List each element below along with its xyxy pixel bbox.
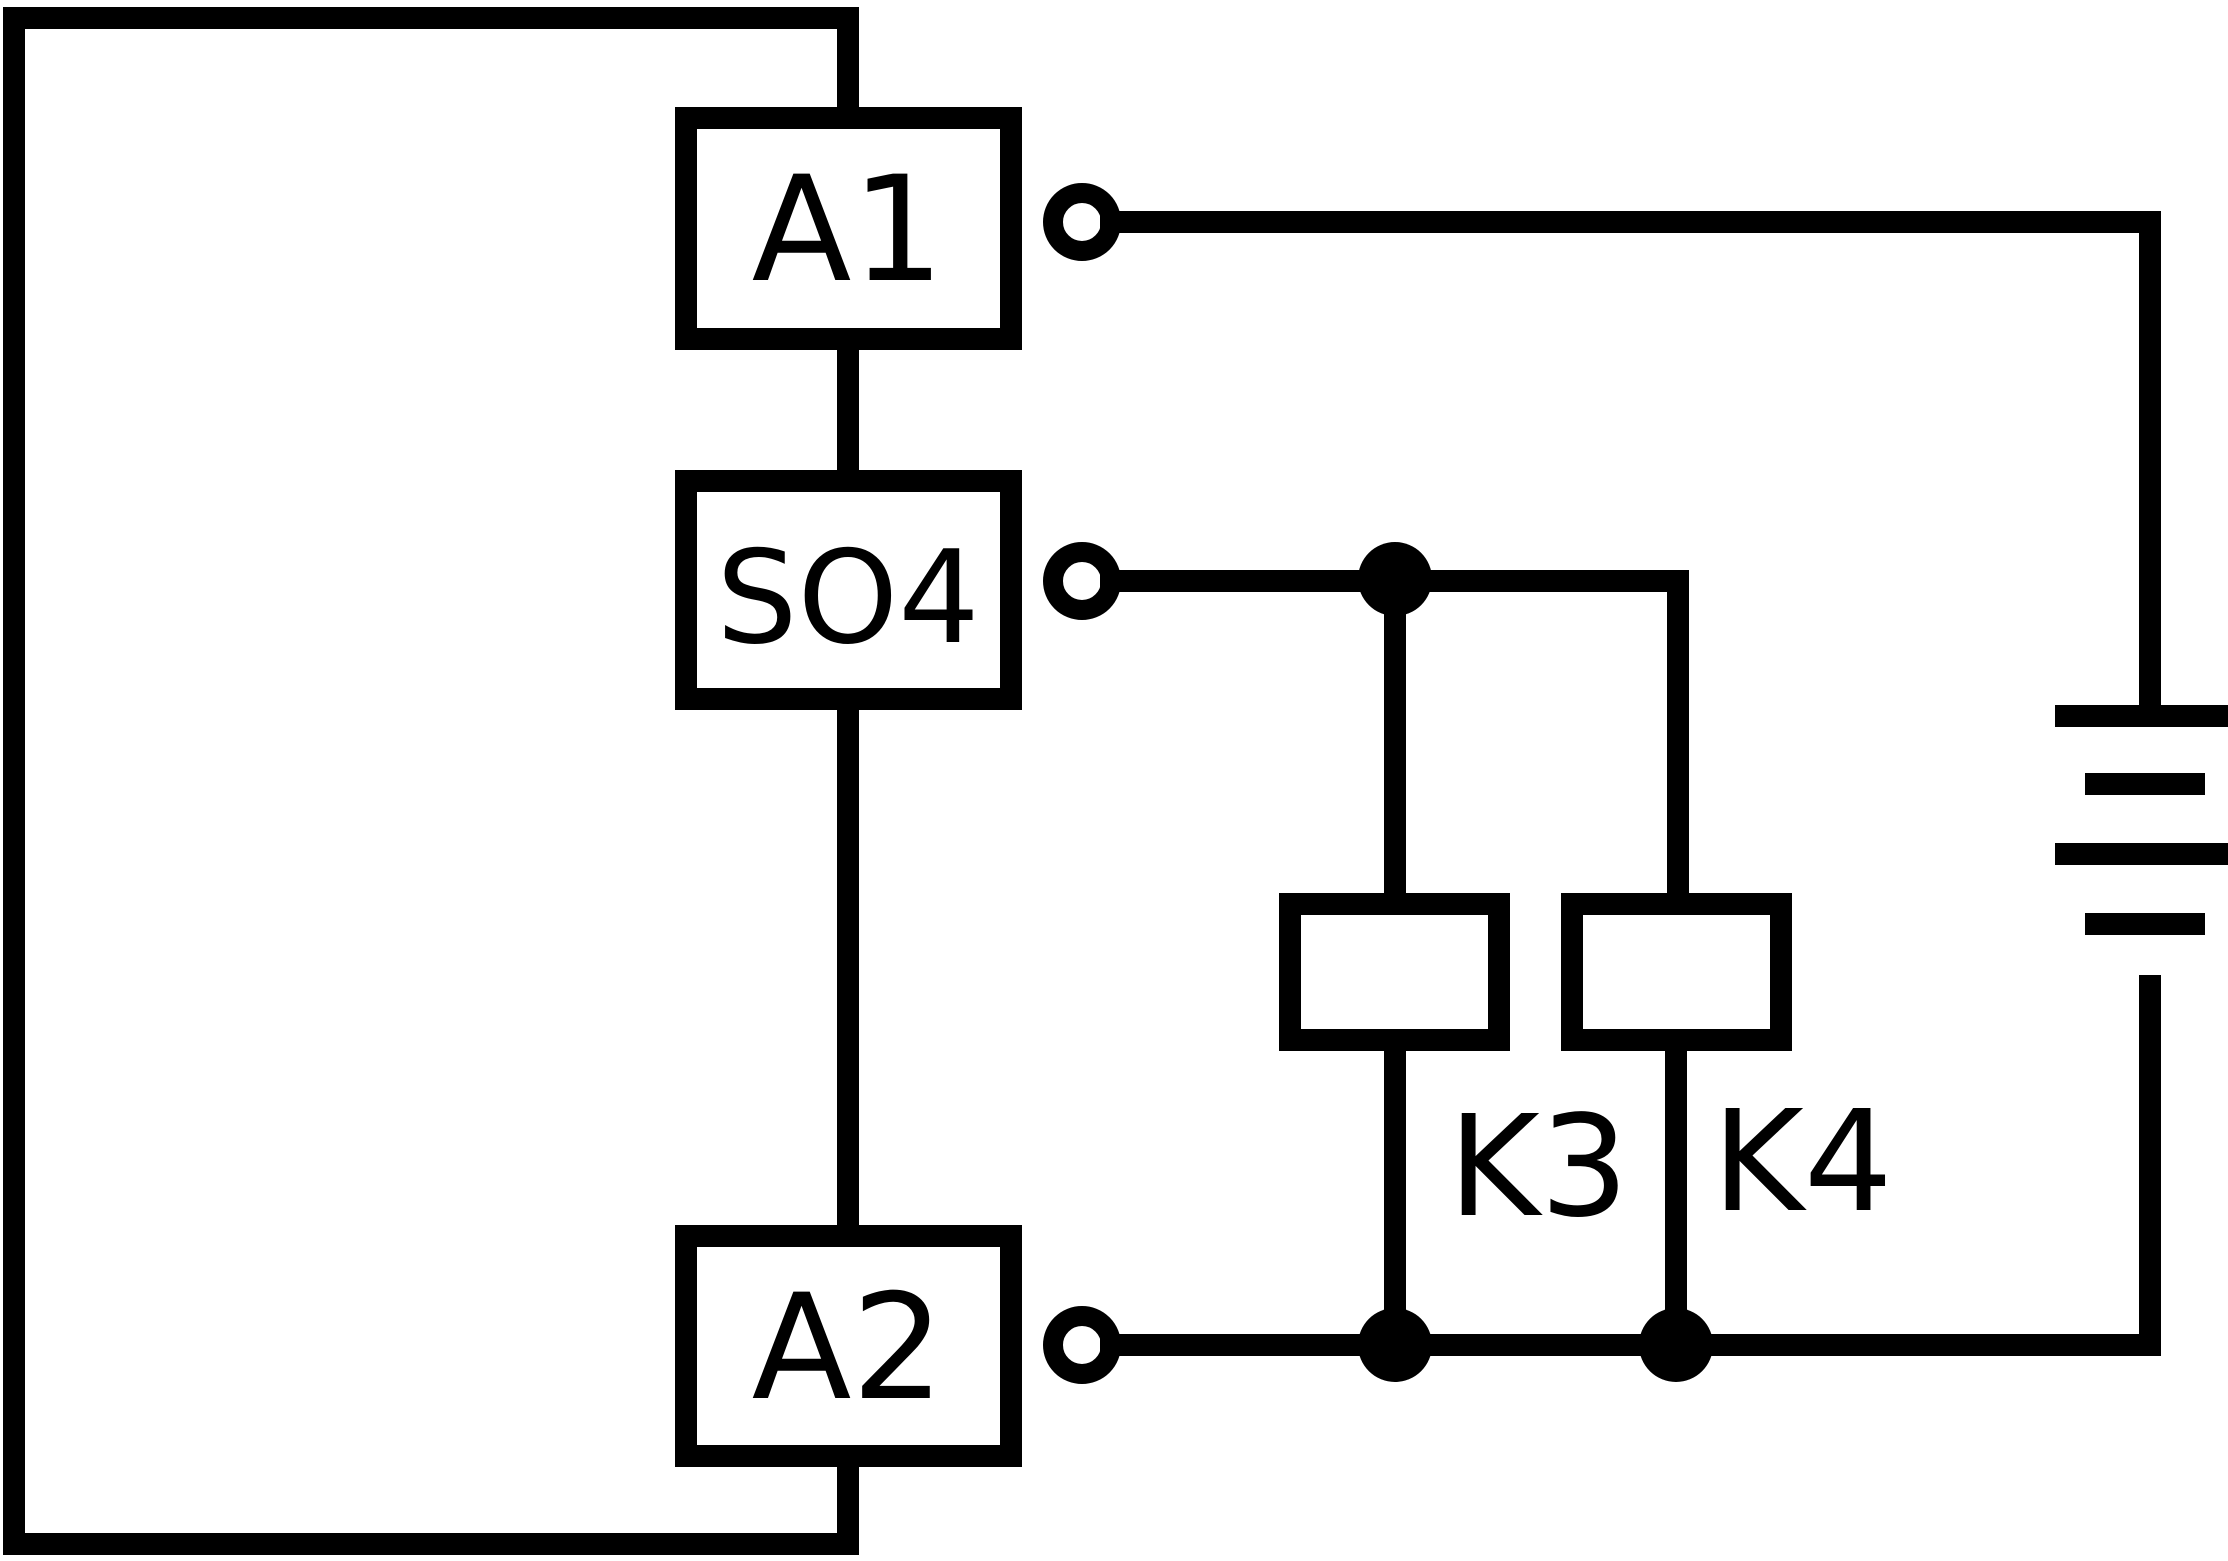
block-a1-box: [675, 107, 1022, 350]
a1-to-battery-wire: [1100, 211, 2161, 725]
relay-k3-label: K3: [1448, 1086, 1629, 1249]
a2-to-battery-wire: [1100, 975, 2161, 1356]
block-so4-box: [675, 470, 1022, 710]
so4-output-wire: [1100, 570, 1689, 915]
left-feedback-wire: [3, 7, 859, 1555]
so4-junction-dot: [1358, 542, 1432, 616]
k4-junction-dot: [1639, 1308, 1713, 1382]
block-a2-label: A2: [752, 1263, 945, 1433]
block-a1-label: A1: [752, 145, 945, 315]
block-so4-label: SO4: [716, 524, 979, 673]
relay-k3-coil-box: [1279, 893, 1510, 1051]
k3-junction-dot: [1358, 1308, 1432, 1382]
relay-k4-coil-box: [1561, 893, 1792, 1051]
block-a2-box: [675, 1225, 1022, 1467]
relay-k4-label: K4: [1712, 1081, 1893, 1244]
